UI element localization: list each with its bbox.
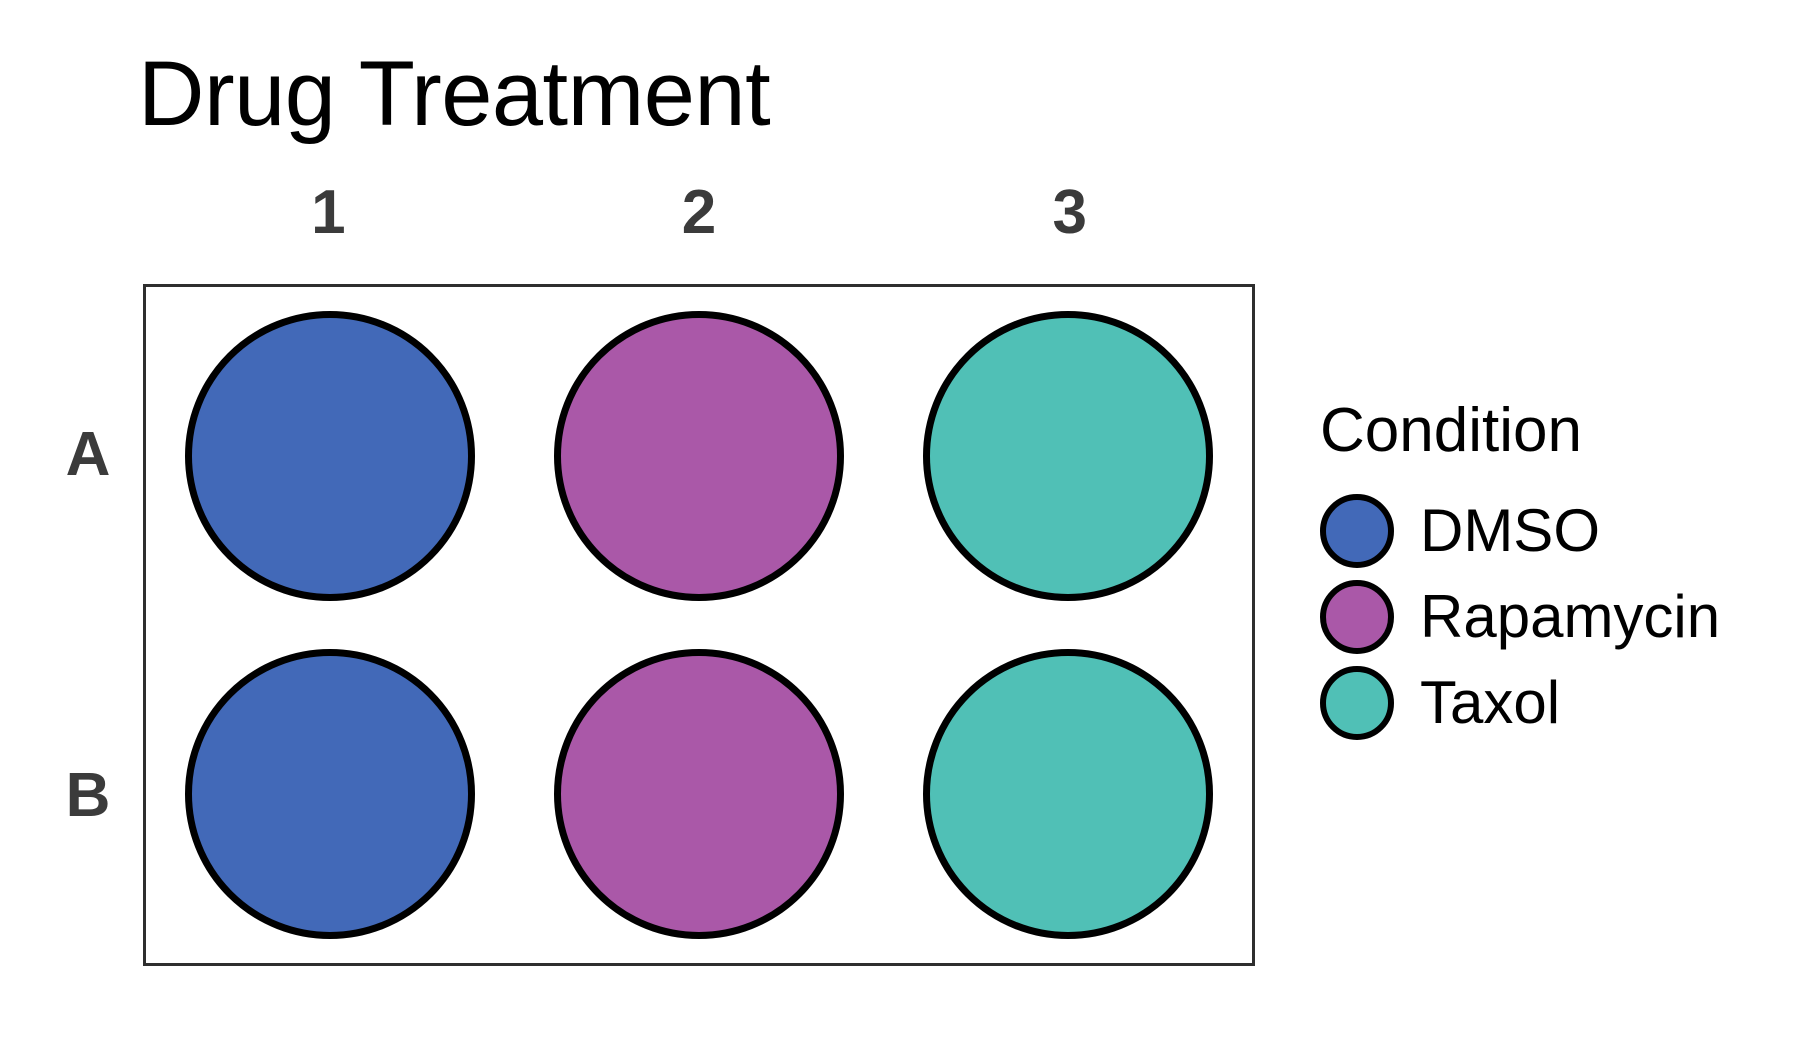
- column-header-2: 2: [681, 178, 717, 247]
- plate-panel: [143, 284, 1255, 966]
- column-header-1: 1: [311, 178, 346, 247]
- legend-item-taxol[interactable]: Taxol: [1320, 660, 1790, 746]
- plate-row: [146, 287, 1252, 625]
- row-header-a: A: [65, 419, 111, 489]
- well-circle-b3[interactable]: [922, 649, 1213, 939]
- row-header-b: B: [65, 760, 111, 830]
- legend-item-rapamycin[interactable]: Rapamycin: [1320, 574, 1790, 660]
- well-circle-b2[interactable]: [554, 649, 844, 939]
- well-circle-a2[interactable]: [554, 311, 844, 601]
- column-header-3: 3: [1052, 178, 1087, 247]
- well-circle-a1[interactable]: [185, 311, 476, 601]
- legend: Condition DMSO Rapamycin Taxol: [1320, 400, 1790, 746]
- legend-key-circle-icon: [1320, 666, 1394, 740]
- plate-row: [146, 625, 1252, 963]
- plate-cell-b2[interactable]: [515, 625, 884, 963]
- plate-cell-a1[interactable]: [146, 287, 515, 625]
- legend-label-dmso: DMSO: [1420, 497, 1600, 564]
- plate-cell-b3[interactable]: [883, 625, 1252, 963]
- well-circle-a3[interactable]: [922, 311, 1213, 601]
- plate-cell-b1[interactable]: [146, 625, 515, 963]
- plate-cell-a3[interactable]: [883, 287, 1252, 625]
- column-header-strip: 1 2 3: [143, 178, 1255, 244]
- page-title: Drug Treatment: [138, 43, 771, 145]
- row-label-strip: A B: [40, 284, 136, 966]
- legend-item-dmso[interactable]: DMSO: [1320, 488, 1790, 574]
- legend-key-circle-icon: [1320, 494, 1394, 568]
- legend-label-taxol: Taxol: [1420, 669, 1561, 736]
- plate-cell-a2[interactable]: [515, 287, 884, 625]
- well-circle-b1[interactable]: [185, 649, 476, 939]
- legend-title: Condition: [1320, 396, 1582, 465]
- legend-label-rapamycin: Rapamycin: [1420, 583, 1721, 650]
- legend-key-circle-icon: [1320, 580, 1394, 654]
